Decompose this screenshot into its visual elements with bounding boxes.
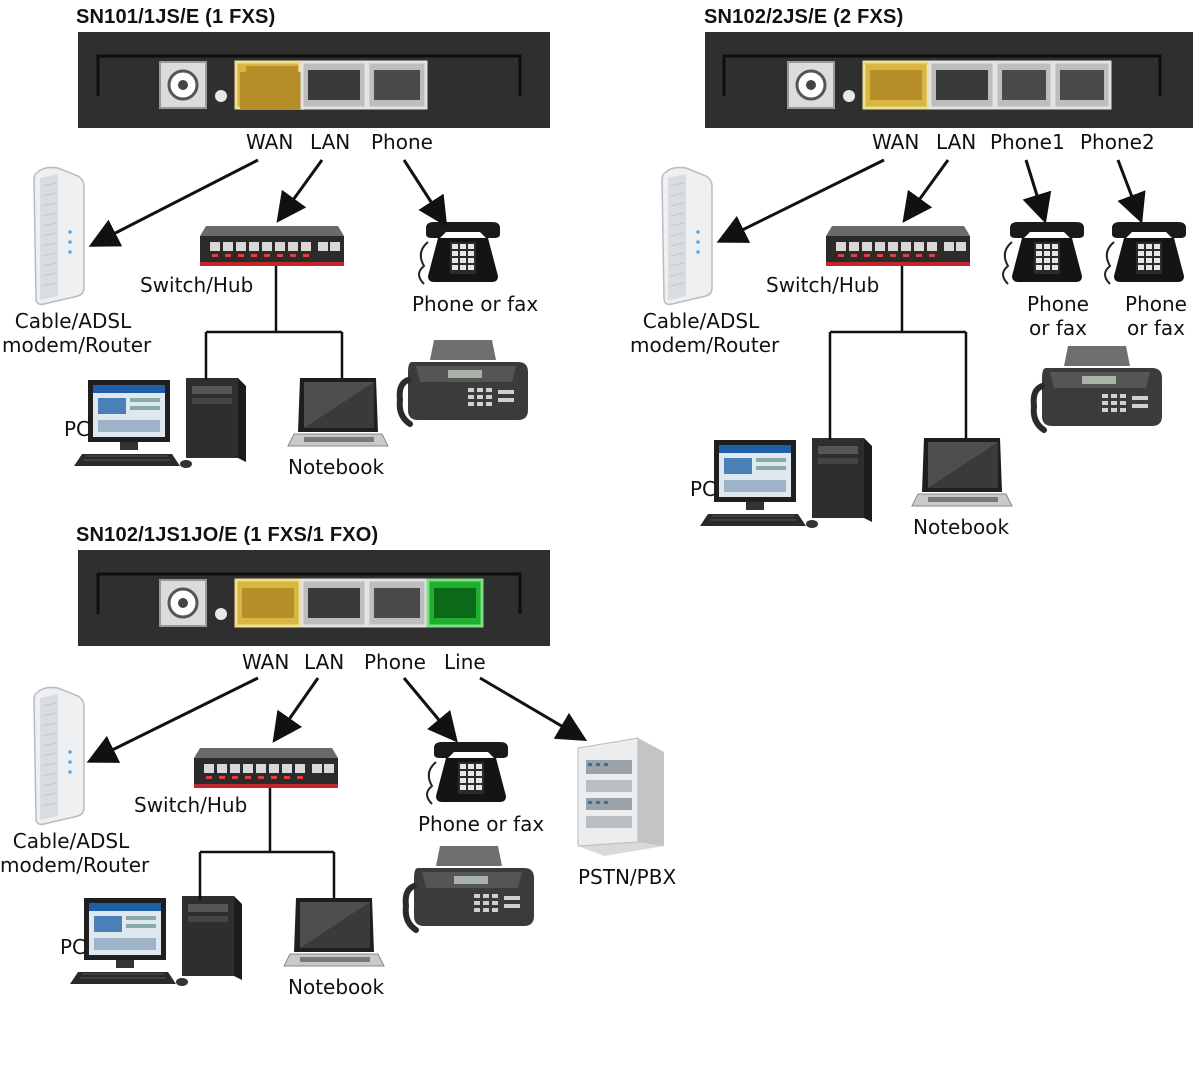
d3-pstn-pbx-label: PSTN/PBX xyxy=(578,865,677,889)
d1-lan-port-label: LAN xyxy=(310,130,351,154)
d2-wan-arrow xyxy=(716,158,885,243)
d1-wan-arrow xyxy=(88,158,259,247)
diagram1-front-panel xyxy=(78,32,550,128)
d1-notebook-icon xyxy=(287,377,389,447)
d2-phone2-label-line2: or fax xyxy=(1127,316,1185,340)
d1-switch-lines xyxy=(204,266,344,380)
d1-phone-port-label: Phone xyxy=(371,130,433,154)
d3-pc-label: PC xyxy=(60,935,87,959)
d1-modem-router-icon xyxy=(33,166,85,306)
d2-switch-lines xyxy=(828,266,968,440)
d1-notebook-label: Notebook xyxy=(288,455,385,479)
d1-switch-hub-icon xyxy=(200,226,344,266)
d2-notebook-icon xyxy=(911,437,1013,507)
d3-switch-hub-icon xyxy=(194,748,338,788)
d3-phone-port-label: Phone xyxy=(364,650,426,674)
d2-phone1-arrow xyxy=(1022,159,1052,224)
d3-modem-label-line1: Cable/ADSL xyxy=(12,829,130,853)
d3-telephone-icon xyxy=(426,741,509,805)
d3-line-arrow xyxy=(479,676,588,742)
d1-pc-label: PC xyxy=(64,417,91,441)
d3-line-port-label: Line xyxy=(444,650,486,674)
diagram2-front-panel xyxy=(705,32,1193,128)
d1-phone-label: Phone or fax xyxy=(412,292,539,316)
d3-notebook-icon xyxy=(283,897,385,967)
diagram1-title: SN101/1JS/E (1 FXS) xyxy=(76,6,276,28)
d3-wan-arrow xyxy=(86,676,259,763)
d2-notebook-label: Notebook xyxy=(913,515,1010,539)
d3-lan-port-label: LAN xyxy=(304,650,345,674)
d2-switch-label: Switch/Hub xyxy=(766,273,880,297)
d2-phone1-label-line1: Phone xyxy=(1027,292,1089,316)
connectors xyxy=(86,158,1146,900)
d2-switch-hub-icon xyxy=(826,226,970,266)
d3-phone-label: Phone or fax xyxy=(418,812,545,836)
d2-phone1-port-label: Phone1 xyxy=(990,130,1065,154)
d3-lan-arrow xyxy=(272,677,320,743)
d2-telephone1-icon xyxy=(1002,221,1085,285)
d2-phone2-port-label: Phone2 xyxy=(1080,130,1155,154)
d1-pc-icon xyxy=(73,377,247,469)
d3-switch-label: Switch/Hub xyxy=(134,793,248,817)
d3-modem-label-line2: modem/Router xyxy=(0,853,150,877)
d2-wan-port-label: WAN xyxy=(872,130,920,154)
d3-wan-port-label: WAN xyxy=(242,650,290,674)
d2-phone2-arrow xyxy=(1116,159,1146,224)
diagram3-front-panel xyxy=(78,550,550,646)
d2-telephone2-icon xyxy=(1104,221,1187,285)
d2-pc-icon xyxy=(699,437,873,529)
d1-wan-port-label: WAN xyxy=(246,130,294,154)
d2-phone2-label-line1: Phone xyxy=(1125,292,1187,316)
diagram2-title: SN102/2JS/E (2 FXS) xyxy=(704,6,904,28)
d3-modem-router-icon xyxy=(33,686,85,826)
d2-modem-router-icon xyxy=(661,166,713,306)
d2-lan-port-label: LAN xyxy=(936,130,977,154)
d2-lan-arrow xyxy=(902,159,950,223)
d3-notebook-label: Notebook xyxy=(288,975,385,999)
diagram3-title: SN102/1JS1JO/E (1 FXS/1 FXO) xyxy=(76,524,379,546)
d1-phone-arrow xyxy=(402,159,448,228)
d2-pc-label: PC xyxy=(690,477,717,501)
d2-phone1-label-line2: or fax xyxy=(1029,316,1087,340)
d3-switch-lines xyxy=(198,788,336,900)
d1-fax-machine-icon xyxy=(400,340,528,424)
d1-lan-arrow xyxy=(276,159,324,223)
d3-pstn-pbx-rack-icon xyxy=(577,737,665,857)
d1-switch-label: Switch/Hub xyxy=(140,273,254,297)
d3-phone-arrow xyxy=(402,677,458,743)
d1-modem-label-line2: modem/Router xyxy=(2,333,152,357)
d1-modem-label-line1: Cable/ADSL xyxy=(14,309,132,333)
d3-pc-icon xyxy=(69,895,243,987)
d2-fax-machine-icon xyxy=(1034,346,1162,430)
d2-modem-label-line2: modem/Router xyxy=(630,333,780,357)
d3-fax-machine-icon xyxy=(406,846,534,930)
d1-telephone-icon xyxy=(418,221,501,285)
d2-modem-label-line1: Cable/ADSL xyxy=(642,309,760,333)
